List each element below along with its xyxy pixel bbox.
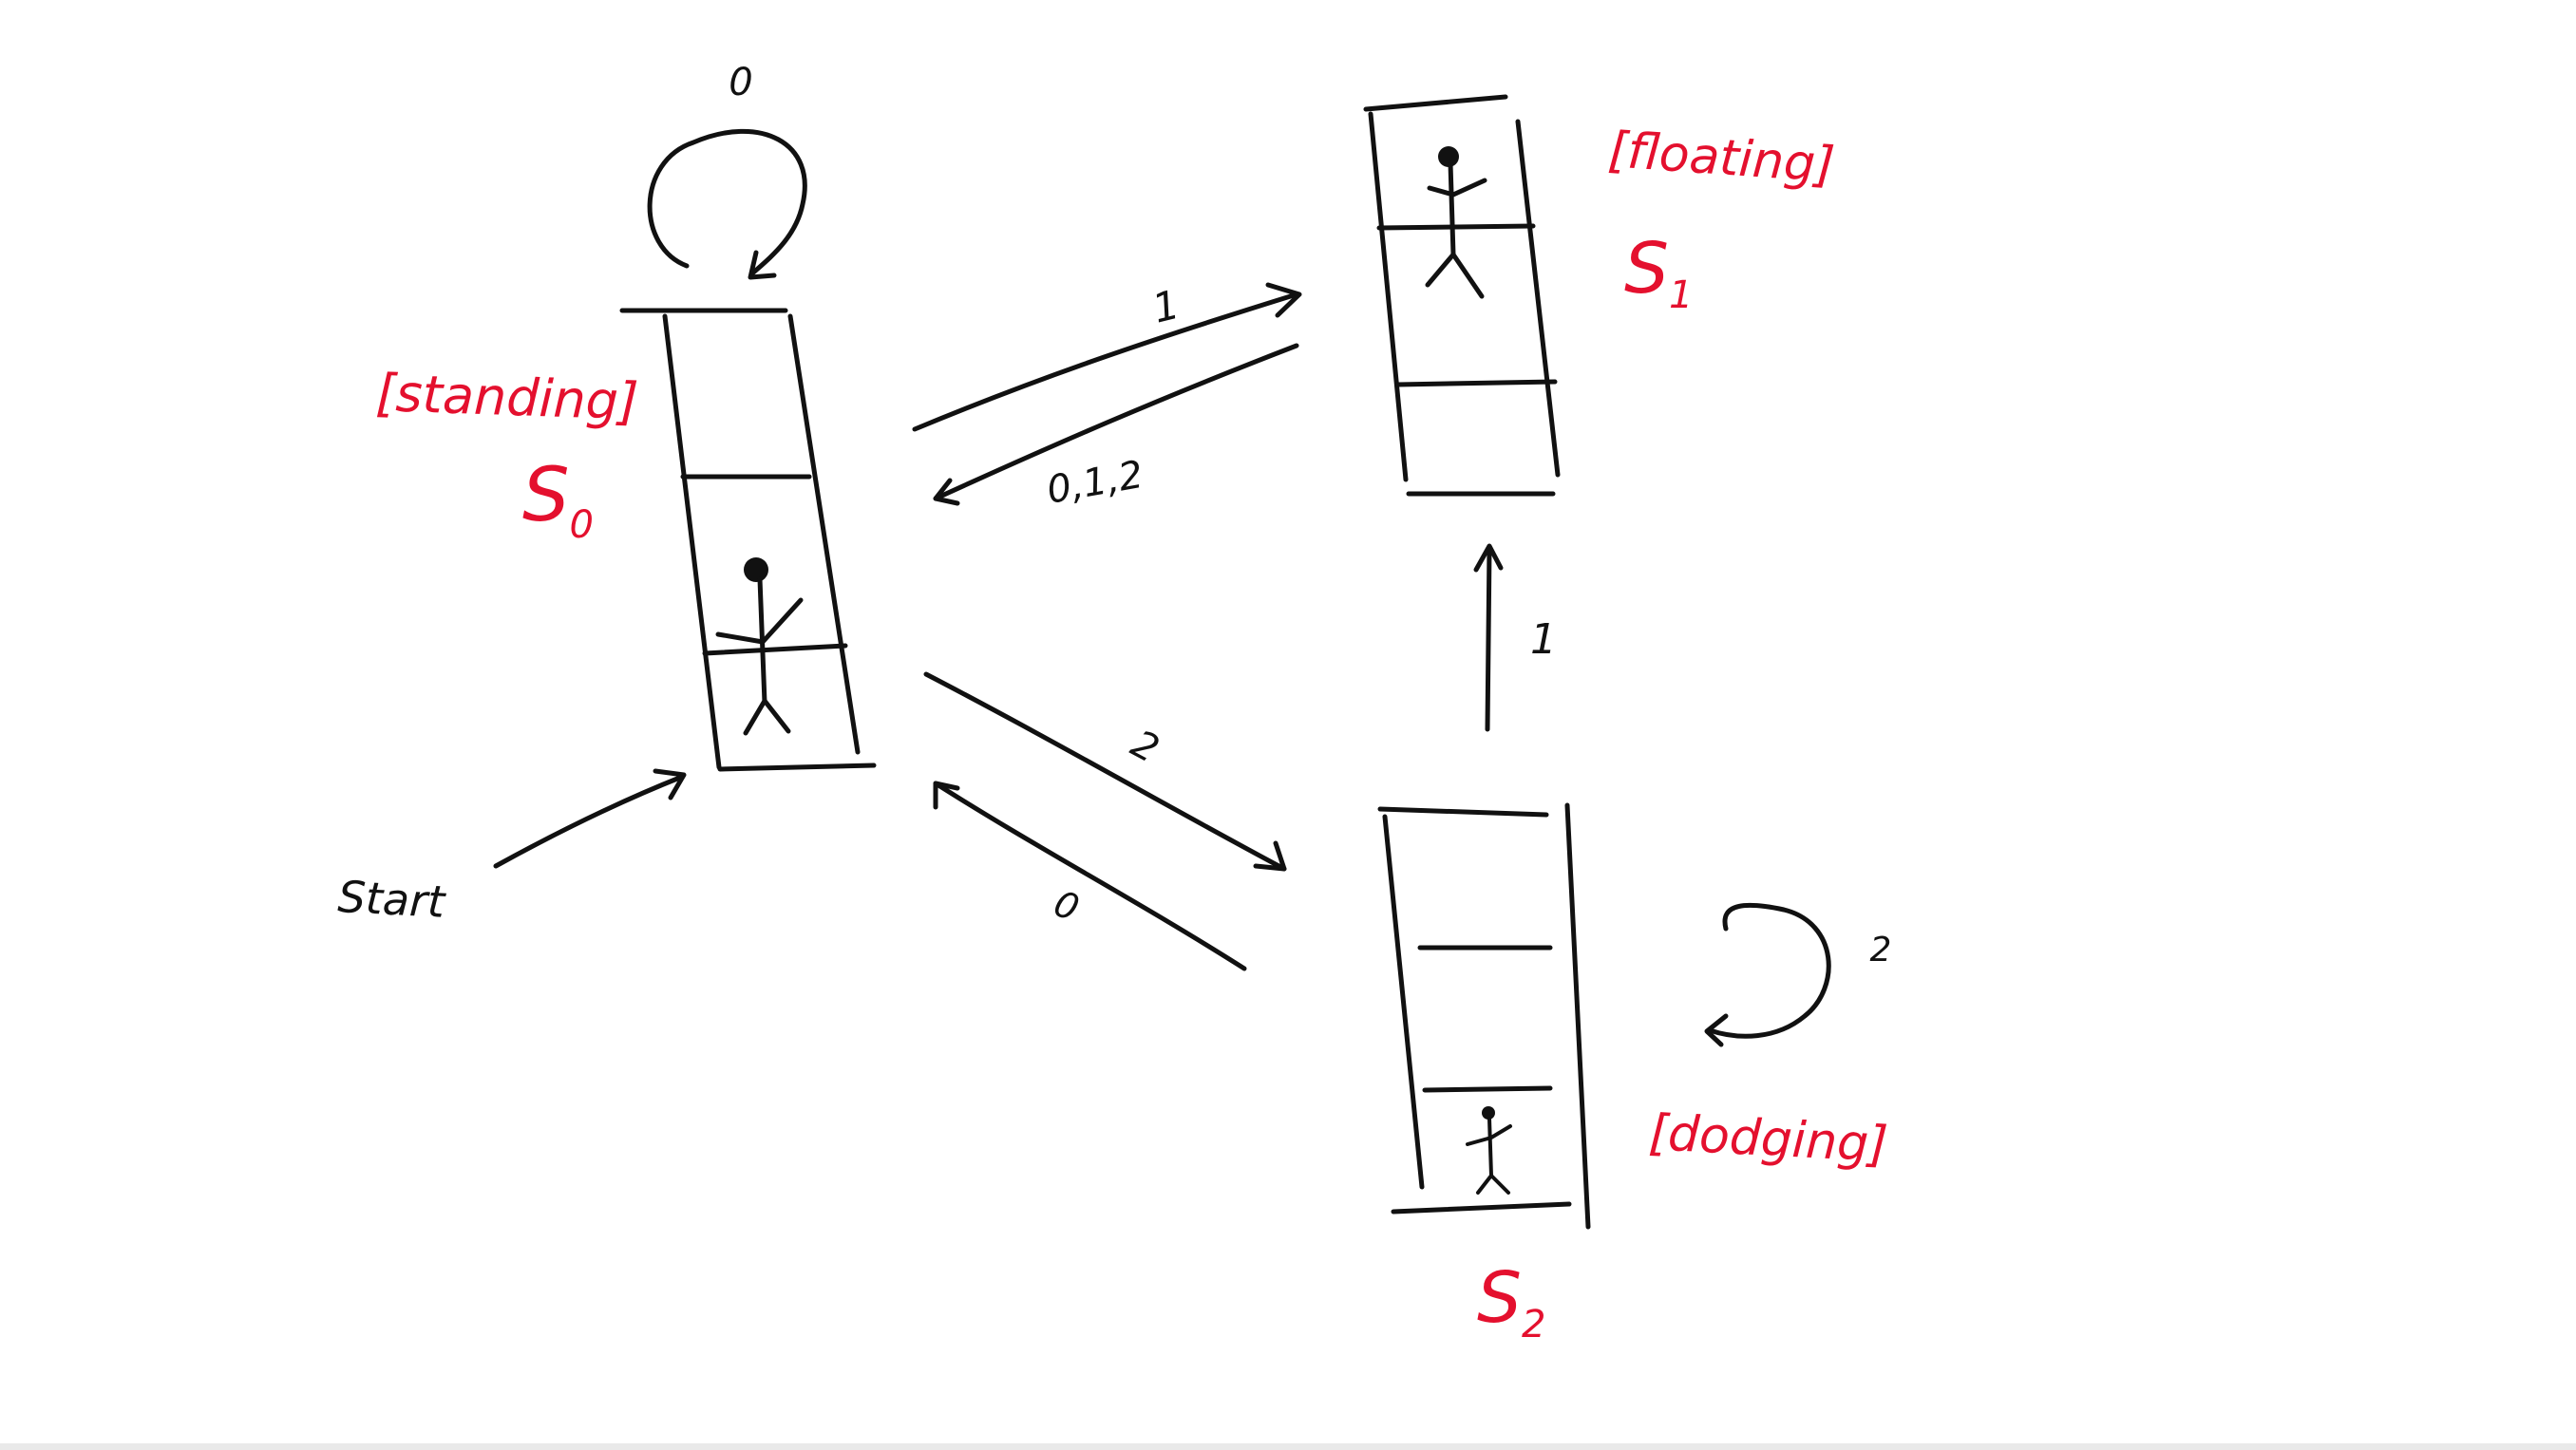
stick-figure-dodging xyxy=(1466,1106,1512,1195)
arrow-s2-to-s1 xyxy=(1473,543,1504,732)
s0-self-loop-arrow xyxy=(647,128,807,280)
canvas-bottom-edge xyxy=(0,1443,2576,1450)
s2-self-loop-label: 2 xyxy=(1870,931,1892,970)
s2-name: S2 xyxy=(1477,1257,1545,1346)
s2-tag: [dodging] xyxy=(1647,1104,1889,1174)
label-s0-to-s2: 2 xyxy=(1124,722,1165,772)
label-s0-to-s1: 1 xyxy=(1148,281,1184,332)
state-s0-ladder xyxy=(619,308,877,772)
start-label: Start xyxy=(336,871,447,928)
label-s2-to-s0: 0 xyxy=(1049,882,1085,930)
s1-name: S1 xyxy=(1624,228,1693,317)
state-s1-ladder xyxy=(1363,94,1561,497)
s0-name: S0 xyxy=(522,453,594,547)
label-s2-to-s1: 1 xyxy=(1530,615,1557,664)
label-s1-to-s0: 0,1,2 xyxy=(1044,453,1146,513)
start-arrow xyxy=(493,768,687,869)
s0-tag: [standing] xyxy=(375,363,640,432)
s0-self-loop-label: 0 xyxy=(729,61,752,104)
state-s2-ladder xyxy=(1377,802,1591,1230)
s2-self-loop-arrow xyxy=(1704,903,1831,1047)
arrow-s2-to-s0 xyxy=(933,781,1247,971)
arrow-s1-to-s0 xyxy=(933,343,1299,506)
arrow-s0-to-s2 xyxy=(923,671,1287,872)
arrow-s0-to-s1 xyxy=(912,282,1302,432)
s1-tag: [floating] xyxy=(1606,122,1836,195)
stick-figure-standing xyxy=(715,557,804,736)
stick-figure-floating xyxy=(1425,146,1487,299)
